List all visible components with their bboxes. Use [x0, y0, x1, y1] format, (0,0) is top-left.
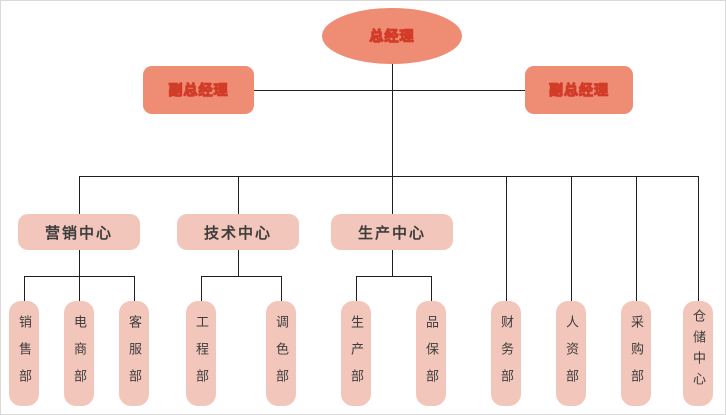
- node-label: 总经理: [369, 28, 415, 45]
- connector-line: [392, 90, 525, 91]
- connector-line: [431, 276, 432, 301]
- connector-line: [698, 176, 699, 301]
- node-label: 生产中心: [357, 224, 426, 242]
- node-deputy-manager-right[interactable]: 副总经理: [525, 66, 633, 114]
- node-dept-sales[interactable]: 销售部: [9, 301, 39, 406]
- connector-line: [392, 250, 393, 276]
- node-label: 电商部: [72, 315, 87, 396]
- node-marketing-center[interactable]: 营销中心: [18, 214, 140, 250]
- connector-line: [79, 250, 80, 276]
- node-dept-purchasing[interactable]: 采购部: [621, 301, 651, 406]
- node-label: 品保部: [424, 315, 439, 396]
- node-dept-human-resources[interactable]: 人资部: [556, 301, 586, 406]
- node-dept-color-matching[interactable]: 调色部: [266, 301, 296, 406]
- node-dept-customer-service[interactable]: 客服部: [119, 301, 149, 406]
- node-label: 客服部: [127, 315, 142, 396]
- node-label: 人资部: [564, 315, 579, 396]
- node-label: 采购部: [629, 315, 644, 396]
- node-label: 副总经理: [549, 82, 609, 99]
- node-general-manager[interactable]: 总经理: [322, 8, 462, 64]
- connector-line: [24, 276, 25, 301]
- node-label: 销售部: [17, 315, 32, 396]
- node-label: 副总经理: [168, 82, 229, 99]
- node-dept-finance[interactable]: 财务部: [491, 301, 521, 406]
- node-deputy-manager-left[interactable]: 副总经理: [143, 66, 254, 114]
- connector-line: [79, 276, 80, 301]
- node-production-center[interactable]: 生产中心: [331, 214, 453, 250]
- connector-line: [636, 176, 637, 301]
- connector-line: [79, 176, 699, 177]
- node-dept-warehouse-center[interactable]: 仓储中心: [683, 301, 713, 406]
- connector-line: [356, 276, 432, 277]
- node-label: 营销中心: [44, 224, 113, 242]
- node-dept-production[interactable]: 生产部: [341, 301, 371, 406]
- connector-line: [134, 276, 135, 301]
- connector-line: [392, 64, 393, 176]
- node-label: 财务部: [499, 315, 514, 396]
- node-dept-quality-assurance[interactable]: 品保部: [416, 301, 446, 406]
- connector-line: [356, 276, 357, 301]
- connector-line: [79, 176, 80, 214]
- connector-line: [238, 176, 239, 214]
- node-dept-ecommerce[interactable]: 电商部: [64, 301, 94, 406]
- node-label: 生产部: [349, 315, 364, 396]
- node-dept-engineering[interactable]: 工程部: [186, 301, 216, 406]
- connector-line: [506, 176, 507, 301]
- connector-line: [238, 250, 239, 276]
- connector-line: [571, 176, 572, 301]
- connector-line: [392, 176, 393, 214]
- node-technology-center[interactable]: 技术中心: [177, 214, 299, 250]
- node-label: 工程部: [194, 315, 209, 396]
- connector-line: [281, 276, 282, 301]
- connector-line: [201, 276, 202, 301]
- connector-line: [201, 276, 282, 277]
- node-label: 仓储中心: [691, 309, 706, 393]
- node-label: 技术中心: [203, 224, 272, 242]
- connector-line: [254, 90, 392, 91]
- node-label: 调色部: [274, 315, 289, 396]
